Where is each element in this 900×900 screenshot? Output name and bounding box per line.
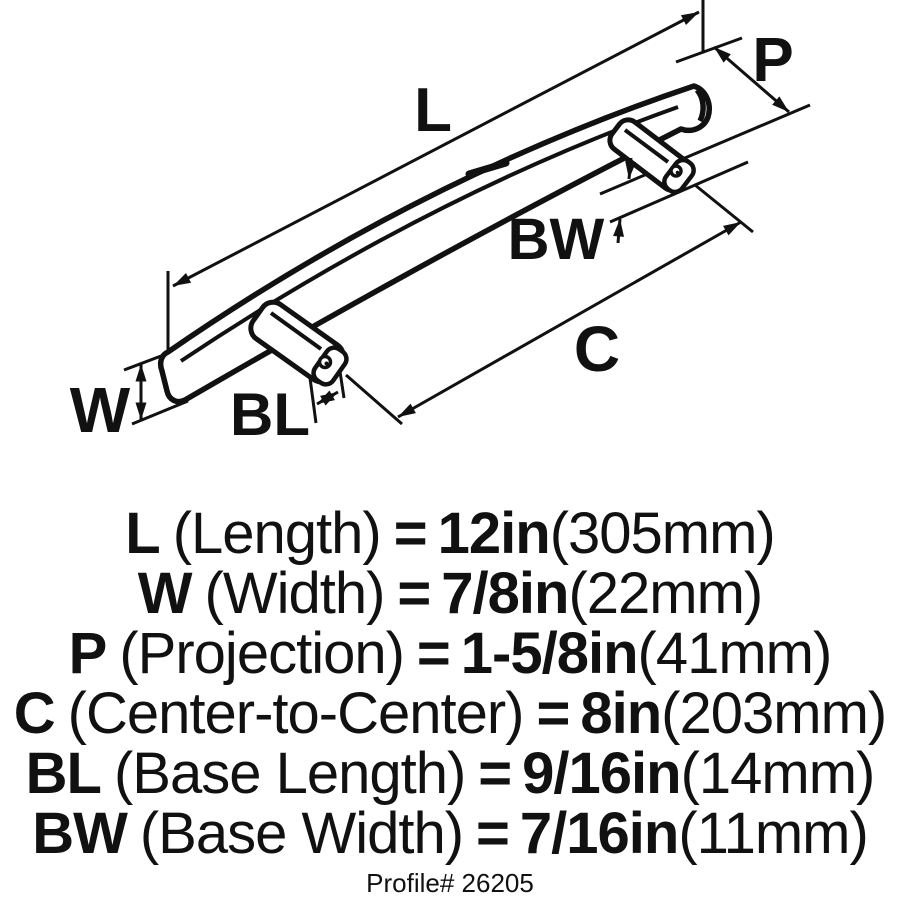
dimension-labels: L W P C BL BW: [70, 26, 794, 448]
label-base-length: BL: [230, 381, 310, 448]
equals-sign: =: [416, 621, 451, 686]
spec-code: W: [137, 561, 193, 626]
spec-value-imperial: 12in: [437, 501, 551, 566]
spec-code: P: [68, 621, 108, 686]
spec-value-imperial: 8in: [580, 681, 662, 746]
handle-dimension-diagram: L W P C BL BW: [70, 0, 811, 448]
right-post-screw-hole-center: [675, 170, 680, 175]
left-post-edge-line: [269, 311, 323, 351]
spec-value-imperial: 7/8in: [441, 561, 569, 626]
w-lower-extension-line: [131, 399, 189, 426]
spec-name: (Base Length): [113, 741, 466, 806]
label-projection: P: [752, 26, 793, 95]
spec-value-metric: (203mm): [661, 681, 887, 746]
spec-code: BL: [25, 741, 102, 806]
bl-left-extension-line: [308, 377, 318, 424]
spec-line-projection: P(Projection)=1-5/8in(41mm): [0, 624, 900, 684]
c-left-extension-line: [345, 373, 403, 426]
label-center-to-center: C: [574, 313, 620, 385]
spec-line-base-width: BW(Base Width)=7/16in(11mm): [0, 804, 900, 864]
center-to-center-dimension-line: [397, 220, 742, 419]
right-post-screw-hole: [669, 164, 683, 178]
spec-name: (Width): [204, 561, 386, 626]
spec-value-metric: (305mm): [549, 501, 776, 566]
spec-name: (Center-to-Center): [67, 681, 525, 746]
p-upper-extension-line: [675, 36, 743, 64]
spec-value-imperial: 9/16in: [522, 741, 681, 806]
base-width-lower-arrow: [613, 218, 625, 244]
profile-number: Profile# 26205: [366, 868, 534, 898]
left-post-screw-hole-center: [324, 361, 329, 366]
spec-name: (Length): [172, 501, 382, 566]
equals-sign: =: [536, 681, 570, 746]
spec-value-imperial: 7/16in: [519, 801, 679, 866]
spec-name: (Projection): [119, 621, 405, 686]
base-length-dimension-line: [316, 390, 339, 406]
spec-name: (Base Width): [139, 801, 464, 866]
left-post: [248, 299, 349, 387]
spec-value-metric: (11mm): [678, 801, 868, 866]
label-length: L: [414, 76, 452, 145]
spec-line-width: W(Width)=7/8in(22mm): [0, 564, 900, 624]
spec-value-metric: (22mm): [568, 561, 763, 626]
spec-value-metric: (41mm): [637, 621, 833, 686]
equals-sign: =: [397, 561, 431, 626]
length-dimension-line: [172, 10, 700, 288]
base-width-upper-arrow: [625, 157, 637, 180]
equals-sign: =: [476, 801, 510, 866]
spec-line-center-to-center: C(Center-to-Center)=8in(203mm): [0, 684, 900, 744]
spec-code: C: [13, 681, 56, 746]
dimension-diagram-svg: L W P C BL BW: [70, 0, 811, 448]
projection-dimension-line: [713, 45, 790, 114]
left-post-screw-hole: [317, 354, 333, 370]
spec-code: BW: [32, 801, 128, 866]
dimension-lines: [135, 10, 790, 420]
equals-sign: =: [393, 501, 428, 566]
spec-line-base-length: BL(Base Length)=9/16in(14mm): [0, 744, 900, 804]
spec-value-imperial: 1-5/8in: [460, 621, 639, 686]
equals-sign: =: [478, 741, 512, 806]
spec-line-length: L(Length)=12in(305mm): [0, 504, 900, 564]
label-base-width: BW: [508, 207, 605, 272]
label-width: W: [70, 374, 131, 446]
c-right-extension-line: [694, 183, 754, 234]
spec-code: L: [125, 501, 160, 566]
spec-value-metric: (14mm): [680, 741, 876, 806]
dimension-spec-list: L(Length)=12in(305mm) W(Width)=7/8in(22m…: [0, 504, 900, 864]
